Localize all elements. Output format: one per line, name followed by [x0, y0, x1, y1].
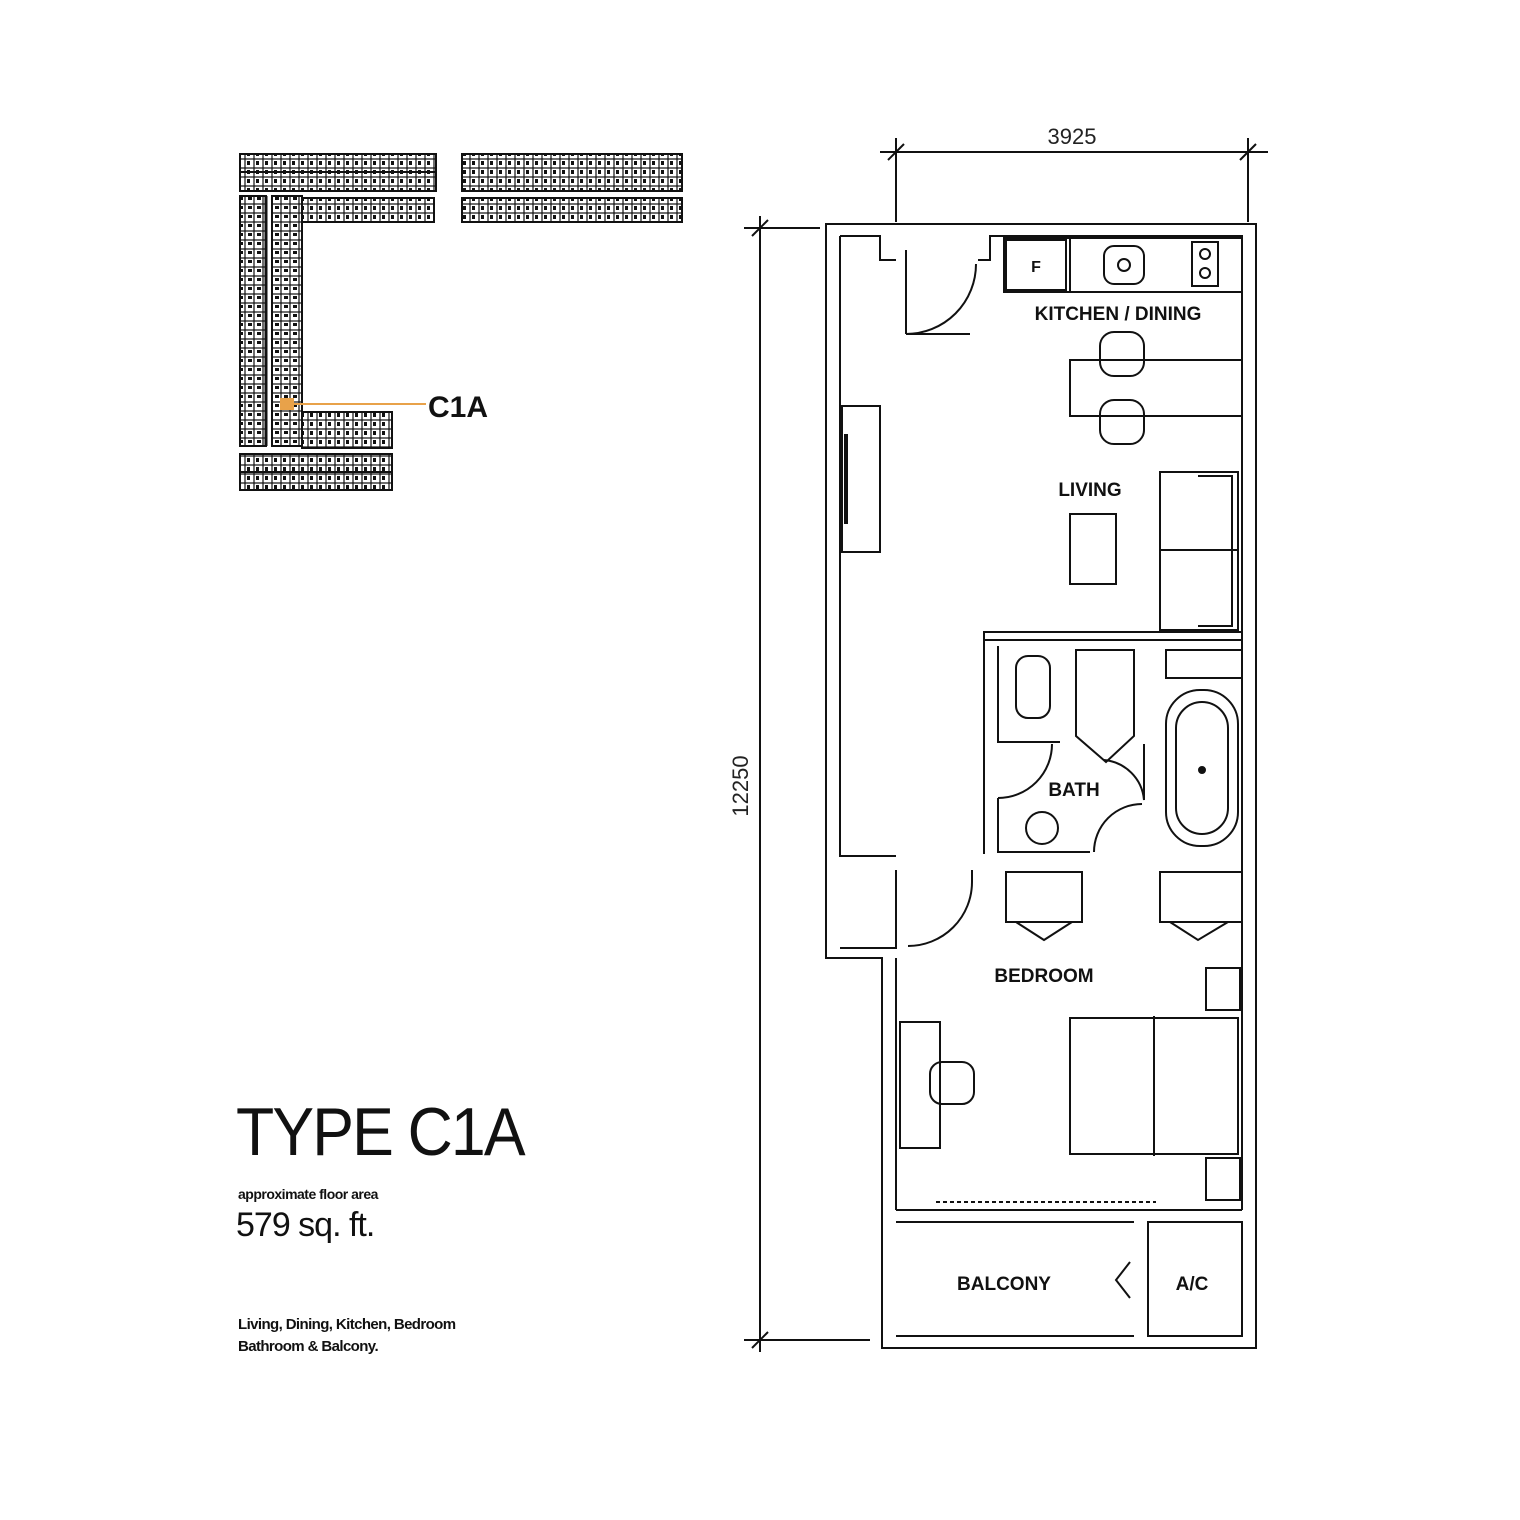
room-list: Living, Dining, Kitchen, Bedroom Bathroo… — [238, 1314, 456, 1358]
bathroom — [984, 639, 1243, 853]
ac-label: A/C — [1176, 1274, 1209, 1295]
room-list-line-2: Bathroom & Balcony. — [238, 1338, 379, 1355]
living-label: LIVING — [1058, 480, 1121, 501]
floor-plan: 3925 12250 — [720, 110, 1290, 1360]
key-plan-block-north — [239, 153, 683, 223]
balcony-area — [896, 1221, 1243, 1337]
hob-icon — [1191, 241, 1219, 287]
balcony-label: BALCONY — [957, 1274, 1051, 1295]
kitchen-counter: F — [1003, 237, 1243, 293]
key-plan-block-south — [239, 411, 393, 491]
toilet-icon — [1015, 655, 1051, 719]
key-plan-unit-label: C1A — [428, 391, 488, 424]
bathtub-icon — [1165, 689, 1239, 847]
living-furniture — [1069, 471, 1239, 631]
area-caption: approximate floor area — [238, 1186, 378, 1202]
bedside-table-top — [1205, 967, 1241, 1011]
key-plan-unit-c1a — [280, 398, 294, 410]
entry-door — [905, 263, 977, 335]
fridge-label: F — [1031, 259, 1041, 276]
area-value: 579 sq. ft. — [236, 1206, 375, 1244]
bedroom-furniture — [899, 870, 1243, 1203]
unit-type-title: TYPE C1A — [236, 1094, 526, 1170]
room-list-line-1: Living, Dining, Kitchen, Bedroom — [238, 1316, 456, 1333]
bedroom-label: BEDROOM — [994, 966, 1093, 987]
width-dimension-value: 3925 — [1048, 124, 1097, 149]
tv-console — [841, 405, 881, 553]
bedside-table-bottom — [1205, 1157, 1241, 1201]
desk-icon — [899, 1021, 941, 1149]
exterior-walls — [825, 223, 1257, 1349]
bath-label: BATH — [1048, 780, 1099, 801]
key-plan-block-west — [239, 195, 303, 447]
length-dimension: 12250 — [728, 216, 870, 1352]
length-dimension-value: 12250 — [728, 755, 753, 816]
key-plan: C1A — [236, 150, 688, 495]
kitchen-dining-label: KITCHEN / DINING — [1035, 304, 1202, 325]
wardrobe-left — [1005, 871, 1083, 923]
sink-icon — [1103, 245, 1145, 285]
width-dimension: 3925 — [880, 124, 1268, 222]
dining-set — [1069, 331, 1243, 445]
wardrobe-right — [1159, 871, 1243, 923]
shower-icon — [1075, 649, 1135, 764]
basin-icon — [1025, 811, 1059, 845]
